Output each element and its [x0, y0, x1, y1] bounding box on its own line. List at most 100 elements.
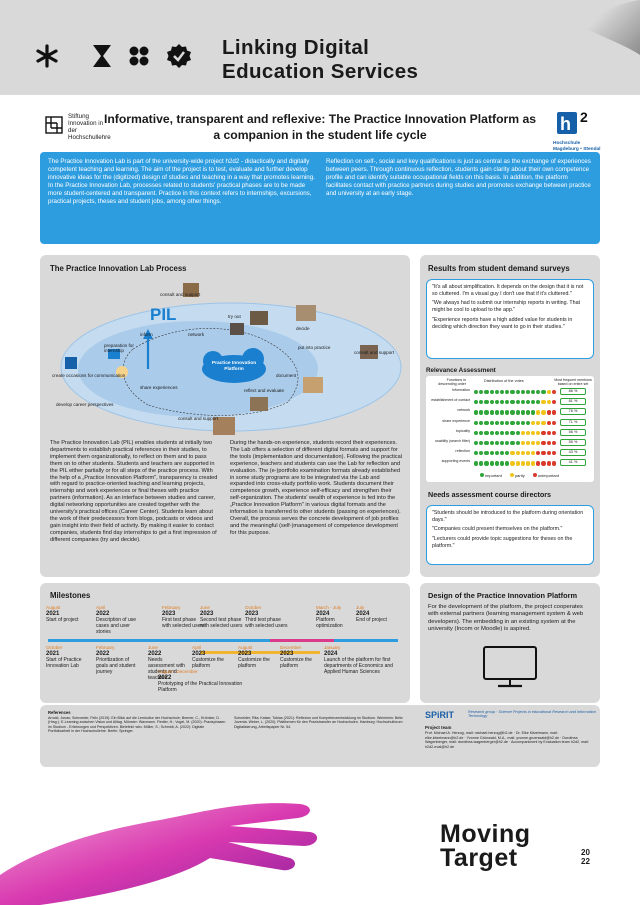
student-quote: "It's all about simplification. It depen… — [432, 284, 584, 297]
relevance-dot — [489, 441, 494, 446]
relevance-row-pct: 41 % — [560, 459, 586, 467]
relevance-title: Relevance Assessment — [426, 367, 496, 374]
student-quote: "Experience reports have a high added va… — [432, 316, 573, 330]
relevance-dot — [474, 390, 479, 395]
relevance-dot — [551, 451, 556, 456]
legend-important: important — [485, 473, 502, 478]
relevance-dot — [515, 410, 520, 415]
relevance-dot — [494, 390, 499, 395]
hourglass-icon — [89, 43, 115, 69]
design-panel: Design of the Practice Innovation Platfo… — [420, 583, 600, 703]
relevance-dot — [520, 430, 525, 435]
relevance-dot — [531, 390, 536, 395]
relevance-row-label: topicality — [456, 428, 470, 433]
step-consult-top: consult and support — [160, 292, 201, 297]
relevance-dot — [479, 451, 484, 456]
badge-check-icon — [166, 43, 192, 69]
relevance-dot — [484, 441, 489, 446]
relevance-dot — [505, 441, 510, 446]
relevance-dot — [494, 451, 499, 456]
relevance-dot — [479, 410, 484, 415]
relevance-dot — [499, 400, 505, 405]
decorative-shape — [585, 0, 640, 60]
relevance-dot — [536, 390, 541, 395]
relevance-legend: important partly unimportant — [480, 473, 559, 478]
relevance-dot — [551, 461, 556, 466]
relevance-chart: Functions in descending order Distributi… — [426, 376, 594, 482]
relevance-dot — [541, 420, 546, 425]
relevance-dot — [546, 420, 551, 425]
relevance-dot — [515, 430, 520, 435]
relevance-dot — [499, 390, 505, 395]
relevance-dot — [525, 390, 531, 395]
stiftung-logo-icon — [45, 116, 63, 134]
relevance-dot — [510, 441, 515, 446]
svg-text:2: 2 — [580, 109, 588, 125]
relevance-dot — [474, 430, 479, 435]
relevance-dot — [474, 410, 479, 415]
student-quotes-box: "It's all about simplification. It depen… — [426, 279, 594, 359]
relevance-row-label: usability (search filter) — [435, 439, 470, 443]
relevance-row-label: establishment of contact — [431, 398, 470, 403]
relevance-dot — [505, 461, 510, 466]
relevance-dot — [531, 451, 536, 456]
directors-quotes-box: "Students should be introduced to the pl… — [426, 505, 594, 565]
relevance-dot — [541, 430, 546, 435]
relevance-dot — [520, 451, 525, 456]
relevance-row: share experience 71 % — [426, 418, 594, 428]
relevance-dot — [479, 441, 484, 446]
relevance-dot — [546, 410, 551, 415]
references-col-1: Arnold, Jonas; Schroeder, Felix (2019): … — [48, 716, 226, 734]
relevance-dot — [541, 451, 546, 456]
platform-cloud-label: Practice Innovation Platform — [211, 361, 257, 372]
process-text-col-2: During the hands-on experience, students… — [230, 440, 402, 536]
relevance-dot — [515, 400, 520, 405]
relevance-dot — [551, 400, 556, 405]
milestones-title: Milestones — [50, 591, 91, 600]
step-develop-career: develop career perspectives — [56, 402, 114, 407]
step-reflect: reflect and evaluate — [244, 388, 285, 393]
relevance-dot — [484, 410, 489, 415]
relevance-row-pct: 71 % — [560, 418, 586, 426]
relevance-row-label: share experience — [442, 418, 470, 423]
relevance-row-pct: 86 % — [560, 388, 586, 395]
relevance-dot — [484, 461, 489, 466]
relevance-dot — [494, 410, 499, 415]
relevance-dot — [520, 390, 525, 395]
relevance-dot — [494, 420, 499, 425]
relevance-dot — [531, 400, 536, 405]
relevance-dot — [546, 441, 551, 446]
relevance-dot — [536, 400, 541, 405]
relevance-row-label: network — [457, 408, 470, 413]
relevance-dot — [505, 390, 510, 395]
references-col-2: Schneider, Rita; Kaiser, Tobias (2021): … — [234, 716, 403, 729]
footer-area — [0, 770, 640, 905]
step-inform: inform — [140, 332, 153, 337]
project-team-heading: Project team — [425, 725, 452, 730]
project-team-text: Prof. Michael A. Herzog, mail: michael.h… — [425, 731, 589, 749]
relevance-row-label: Information — [452, 388, 470, 392]
step-preparation: preparation for internship — [104, 343, 134, 353]
relevance-dot — [525, 441, 531, 446]
relevance-dot — [541, 390, 546, 395]
relevance-dot — [531, 430, 536, 435]
references-heading: References — [48, 710, 71, 715]
intro-col-2: Reflection on self-, social and key qual… — [326, 158, 591, 197]
relevance-dot — [499, 420, 505, 425]
step-create-occasions: create occasions for communication — [52, 373, 126, 378]
relevance-row: usability (search filter)55 % — [426, 439, 594, 448]
process-title: The Practice Innovation Lab Process — [50, 264, 187, 273]
relevance-dot — [551, 410, 556, 415]
relevance-dot — [536, 420, 541, 425]
relevance-dot — [551, 441, 556, 446]
intro-box: The Practice Innovation Lab is part of t… — [40, 152, 600, 244]
relevance-dot — [546, 461, 551, 466]
